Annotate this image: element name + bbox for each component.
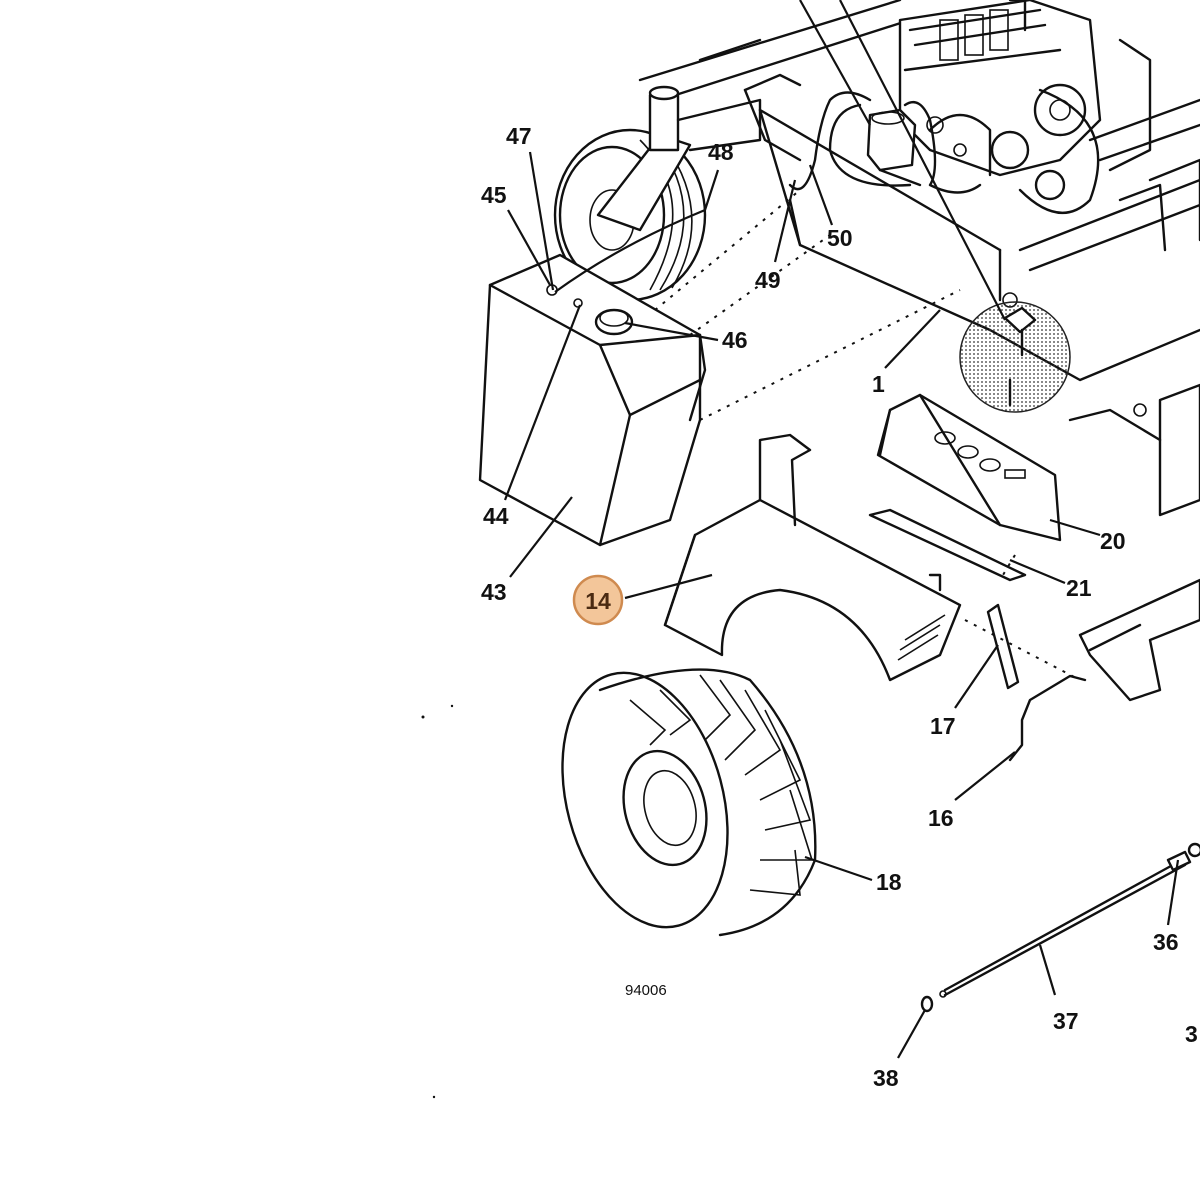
callout-18: 18: [876, 869, 902, 895]
drawing-number: 94006: [625, 982, 667, 999]
callout-14: 14: [585, 588, 611, 614]
callout-45: 45: [481, 182, 507, 208]
control-panel: [868, 393, 1062, 582]
caster-wheel: [553, 85, 762, 302]
fender: [663, 433, 962, 682]
callout-43: 43: [481, 579, 507, 605]
fuel-tank: [478, 253, 707, 547]
callout-48: 48: [708, 139, 734, 165]
callout-37: 37: [1053, 1008, 1079, 1034]
assembly-lines: [654, 189, 1081, 681]
callout-46: 46: [722, 327, 748, 353]
callout-50: 50: [827, 225, 853, 251]
callout-36: 36: [1153, 929, 1179, 955]
callout-44: 44: [483, 503, 509, 529]
callout-1: 1: [872, 371, 885, 397]
control-rod: [920, 842, 1200, 1013]
callout-labels: 47 48 45 46 50 49 1 44 43 20 21 17 16 18…: [481, 123, 1198, 1091]
deck-bracket: [1078, 578, 1200, 702]
callout-21: 21: [1066, 575, 1092, 601]
callout-20: 20: [1100, 528, 1126, 554]
callout-38: 38: [873, 1065, 899, 1091]
leader-lines: [503, 0, 1180, 1059]
highlighted-mount-plate: [959, 301, 1071, 413]
drive-tire: [561, 668, 817, 937]
callout-17: 17: [930, 713, 956, 739]
callout-3-partial: 3: [1185, 1021, 1198, 1047]
callout-49: 49: [755, 267, 781, 293]
engine-assembly: [878, 0, 1152, 214]
bracket-and-link: [986, 603, 1087, 762]
callout-47: 47: [506, 123, 532, 149]
highlight-marker: [572, 574, 624, 626]
callout-16: 16: [928, 805, 954, 831]
